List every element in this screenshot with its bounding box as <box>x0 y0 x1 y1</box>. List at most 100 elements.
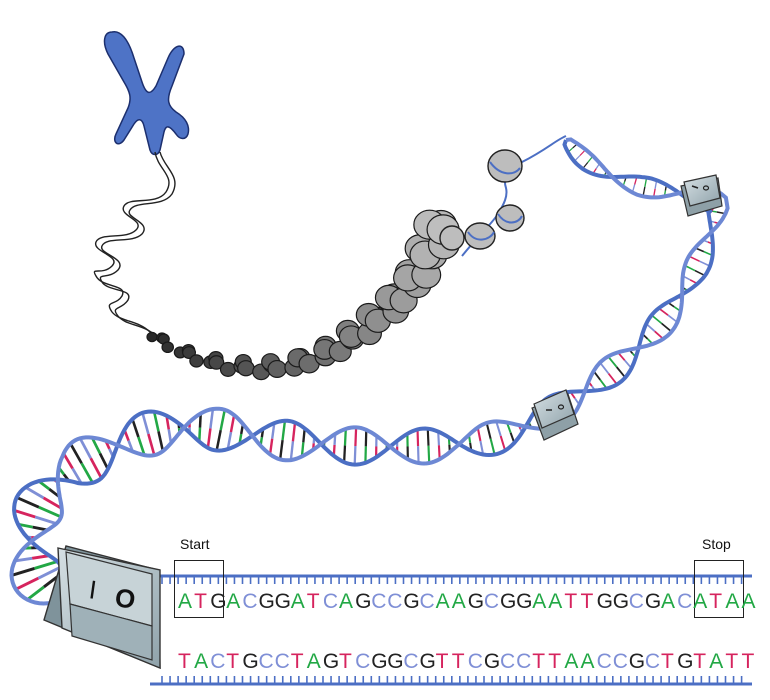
base-pair-rung <box>69 442 83 464</box>
linear-dna-strands <box>150 574 752 686</box>
base-pair-rung <box>71 467 83 485</box>
gene-switch-small-middle <box>531 389 579 441</box>
base-letter: A <box>435 590 451 613</box>
base-letter: T <box>709 590 723 613</box>
base-letter: A <box>661 590 676 613</box>
base-letter: G <box>612 590 630 613</box>
base-pair-rung <box>229 414 236 433</box>
base-letter: G <box>596 590 614 613</box>
base-letter: T <box>532 650 546 673</box>
base-pair-rung <box>78 437 92 459</box>
base-letter: C <box>483 590 500 613</box>
switch-on-symbol: I <box>87 574 98 605</box>
base-letter: G <box>500 590 517 613</box>
base-pair-rung <box>416 446 420 464</box>
nucleosome <box>208 355 225 370</box>
helix-backbone-2 <box>9 137 730 606</box>
base-letter: A <box>290 590 306 613</box>
base-pair-rung <box>89 457 103 479</box>
base-letter: T <box>290 650 304 673</box>
base-pair-rung <box>42 496 63 510</box>
nucleosome <box>237 360 255 377</box>
base-letter: A <box>693 590 708 613</box>
base-pair-rung <box>38 505 62 519</box>
base-pair-rung <box>291 422 297 442</box>
base-letter: A <box>741 590 756 613</box>
base-pair-rung <box>661 322 673 333</box>
base-pair-rung <box>289 441 295 461</box>
stop-codon-box <box>694 560 744 618</box>
base-letter: C <box>274 650 291 673</box>
nucleosome <box>182 346 197 359</box>
base-letter: T <box>693 650 707 673</box>
nucleosome <box>189 354 204 368</box>
base-pair-rung <box>499 435 507 451</box>
base-pair-rung <box>479 440 485 455</box>
base-pair-rung <box>353 445 357 465</box>
base-letter: T <box>306 590 321 613</box>
base-pair-rung <box>37 565 62 580</box>
base-letter: C <box>210 650 226 673</box>
chromatin-coil <box>93 151 176 337</box>
nucleosome <box>219 361 237 377</box>
base-pair-rung <box>209 408 215 429</box>
base-letter: T <box>178 650 192 673</box>
base-pair-rung <box>607 372 618 385</box>
base-pair-rung <box>495 421 502 437</box>
base-pair-rung <box>131 418 140 438</box>
base-letter: C <box>258 650 275 673</box>
base-letter: G <box>419 650 437 673</box>
base-letter: G <box>403 590 421 613</box>
chromatin-fiber <box>146 209 460 381</box>
stop-label: Stop <box>702 536 731 552</box>
base-pair-rung <box>615 366 626 379</box>
base-pair-rung <box>607 355 618 368</box>
base-pair-rung <box>26 585 45 601</box>
nucleosome <box>146 331 158 343</box>
base-letter: G <box>644 590 662 613</box>
base-pair-rung <box>281 420 287 441</box>
switch-off-symbol: O <box>113 582 137 615</box>
base-letter: T <box>741 650 755 673</box>
base-letter: T <box>226 650 240 673</box>
base-letter: A <box>226 590 241 613</box>
base-pair-rung <box>343 428 347 446</box>
base-pair-rung <box>268 438 274 455</box>
base-letter: C <box>242 590 258 613</box>
base-letter: C <box>371 590 387 613</box>
base-pair-rung <box>416 429 420 447</box>
base-letter: A <box>725 590 740 613</box>
base-letter: C <box>419 590 436 613</box>
base-pair-rung <box>24 486 45 500</box>
base-letter: G <box>355 590 372 613</box>
base-letter: T <box>194 590 208 613</box>
base-pair-rung <box>271 422 276 439</box>
base-letter: G <box>210 590 227 613</box>
gene-switch-small-top <box>680 174 723 217</box>
base-pair-rung <box>80 462 94 484</box>
base-letter: A <box>548 590 563 613</box>
base-letter: C <box>387 590 403 613</box>
base-letter: G <box>371 650 388 673</box>
base-pair-rung <box>354 427 358 447</box>
gene-switch-large: I O <box>43 545 161 670</box>
base-letter: A <box>339 590 354 613</box>
chromosome <box>103 30 190 156</box>
base-pair-rung <box>206 428 212 449</box>
base-pair-rung <box>16 496 40 509</box>
base-pair-rung <box>278 439 284 460</box>
base-letter: C <box>612 650 629 673</box>
base-pair-rung <box>62 452 74 470</box>
base-pair-rung <box>651 314 663 325</box>
base-pair-rung <box>485 422 492 439</box>
base-pair-rung <box>427 445 431 464</box>
base-pair-rung <box>34 515 57 525</box>
base-letter: C <box>467 650 484 673</box>
base-letter: C <box>516 650 532 673</box>
base-letter: A <box>194 650 209 673</box>
base-letter: A <box>178 590 193 613</box>
base-letter: T <box>580 590 594 613</box>
base-pair-rung <box>489 438 496 455</box>
base-letter: T <box>451 650 465 673</box>
base-letter: A <box>532 590 547 613</box>
